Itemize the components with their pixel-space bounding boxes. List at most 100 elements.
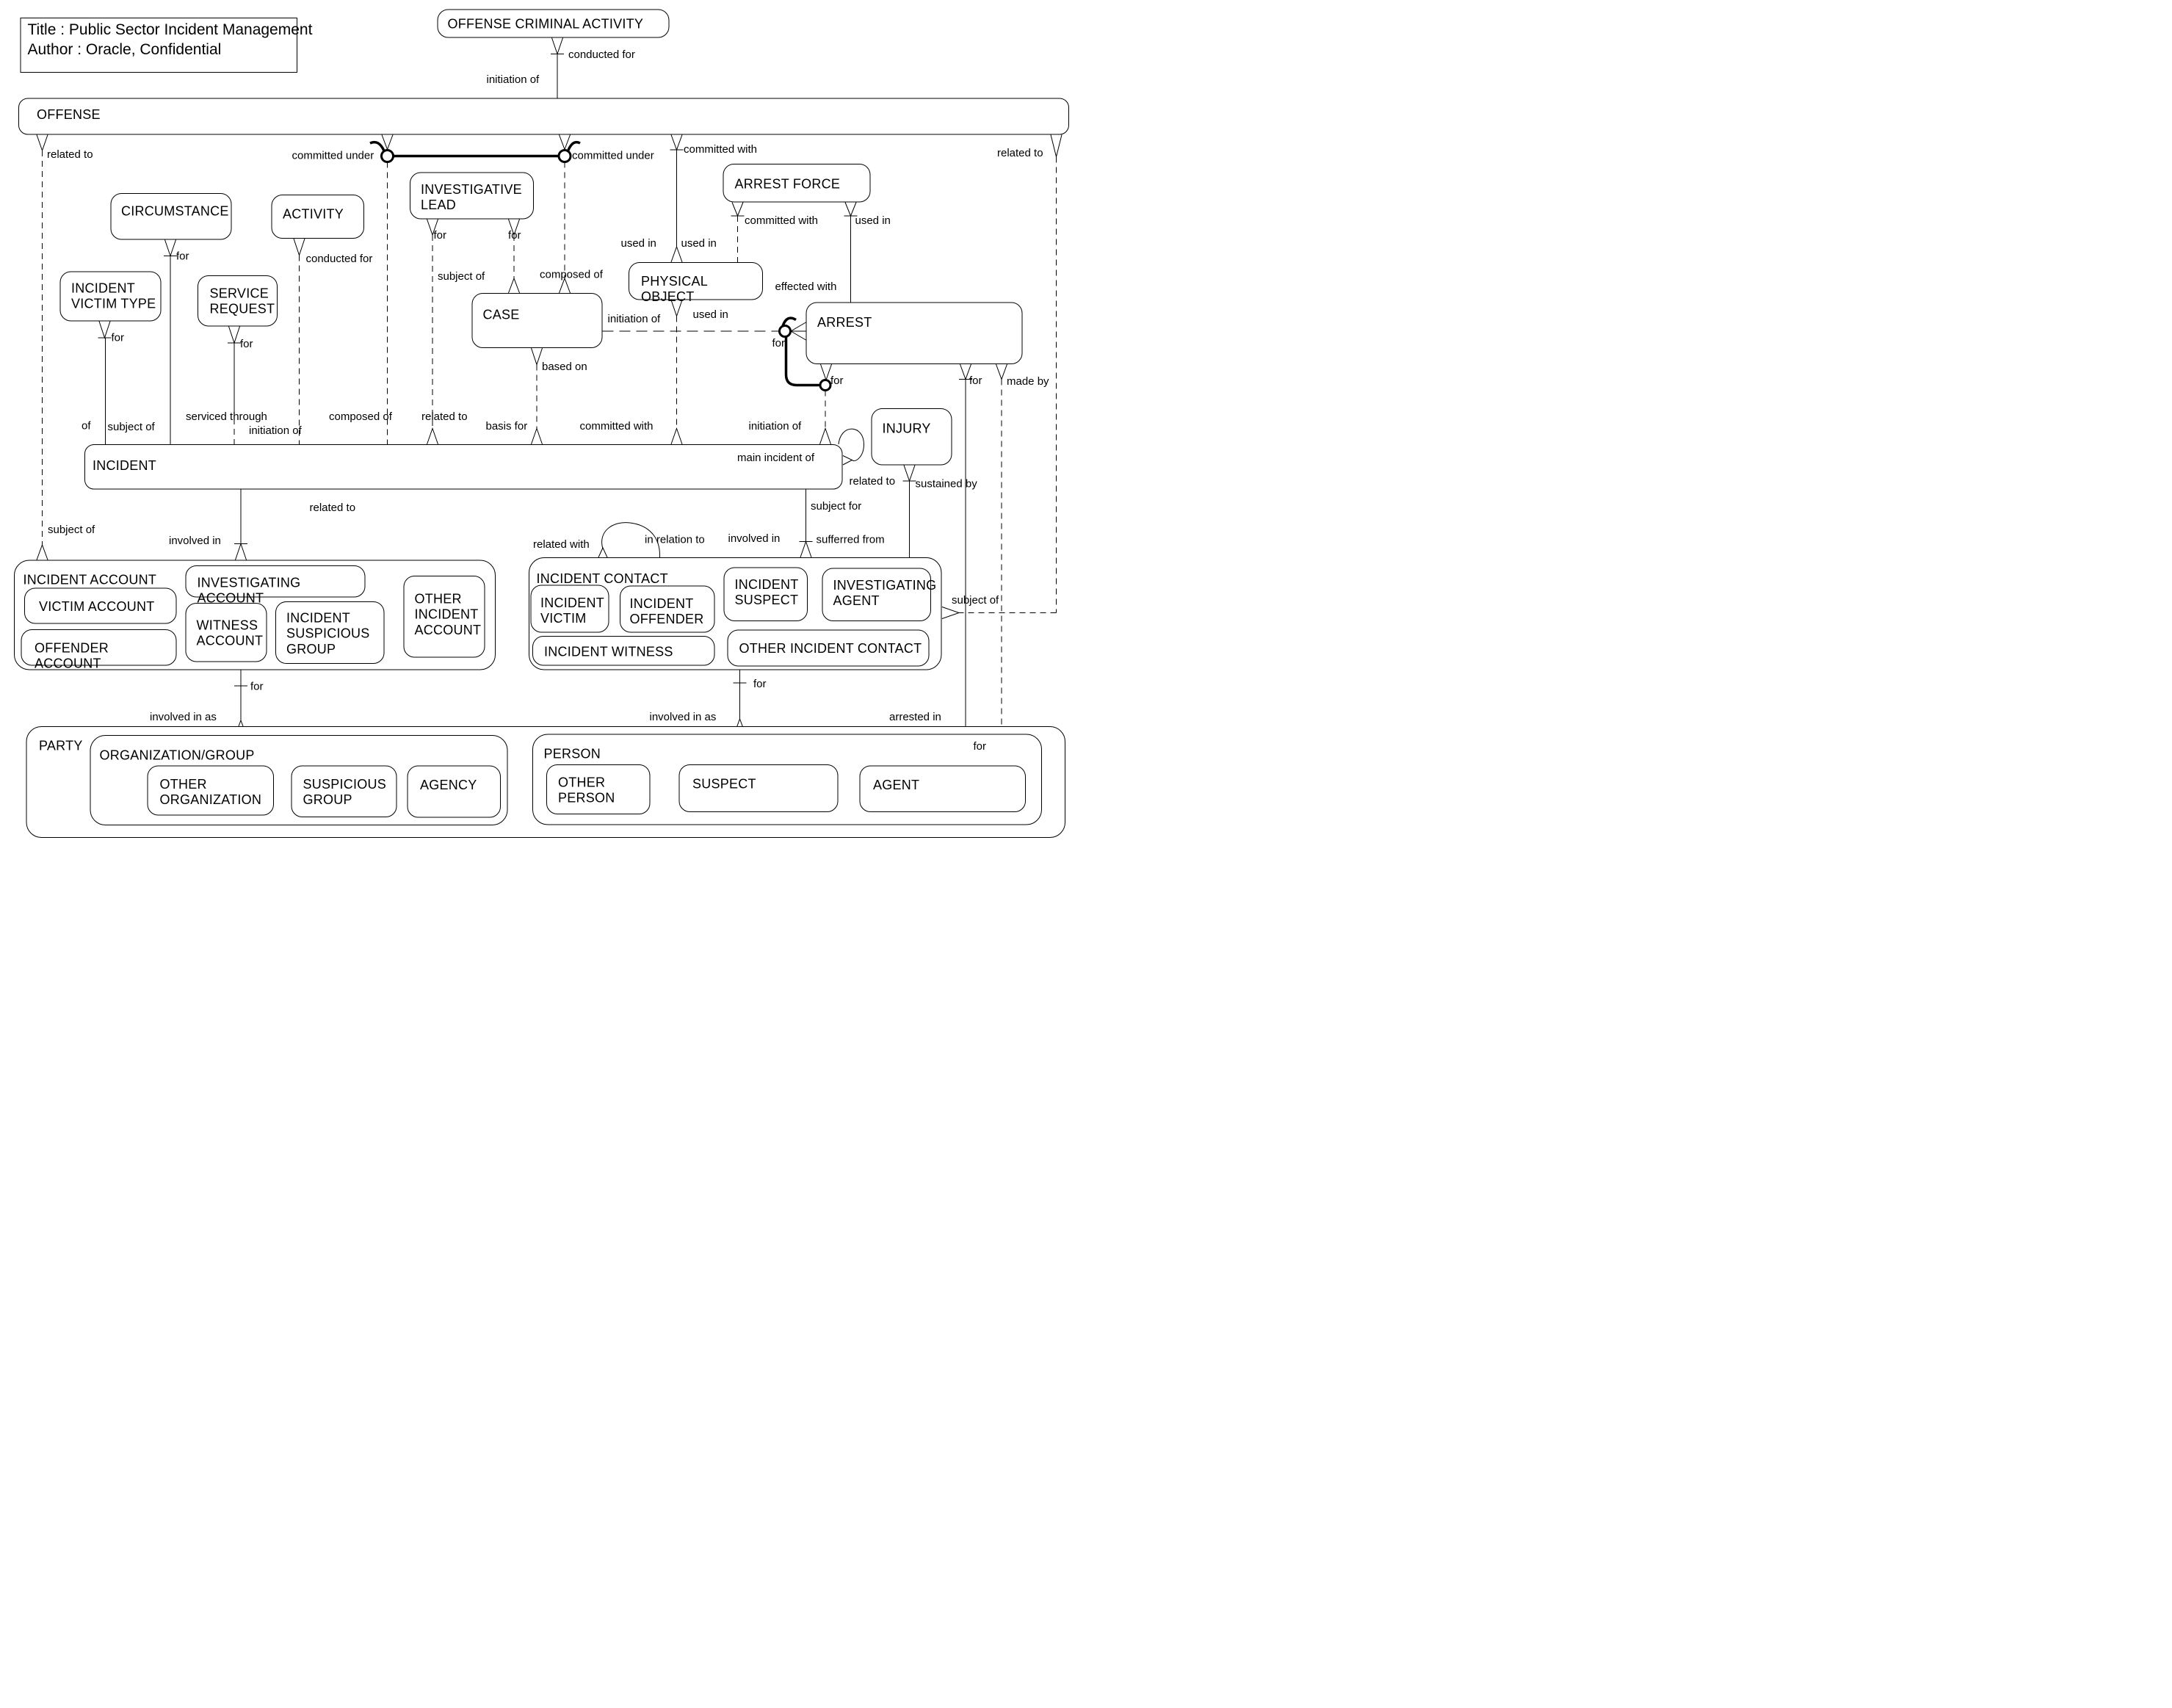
relation-label: involved in <box>728 532 781 545</box>
relation-label: of <box>82 419 91 433</box>
entity-agency[interactable]: AGENCY <box>407 765 501 818</box>
relation-label: used in <box>692 308 728 321</box>
entity-label: OTHER INCIDENT ACCOUNT <box>414 591 482 637</box>
relation-label: serviced through <box>186 410 267 423</box>
relation-label: initiation of <box>748 420 802 433</box>
entity-other-person[interactable]: OTHER PERSON <box>546 764 651 814</box>
entity-circumstance[interactable]: CIRCUMSTANCE <box>110 193 232 240</box>
entity-service-request[interactable]: SERVICE REQUEST <box>198 275 278 327</box>
entity-label: INCIDENT <box>93 457 156 474</box>
entity-label: CIRCUMSTANCE <box>121 203 229 219</box>
entity-case[interactable]: CASE <box>471 293 603 348</box>
entity-label: OTHER PERSON <box>558 775 615 806</box>
entity-label: INCIDENT SUSPICIOUS GROUP <box>286 610 370 656</box>
entity-incident-suspect[interactable]: INCIDENT SUSPECT <box>723 567 808 621</box>
entity-other-incident-account[interactable]: OTHER INCIDENT ACCOUNT <box>403 576 485 658</box>
entity-label: INCIDENT VICTIM <box>540 595 604 626</box>
entity-incident-witness[interactable]: INCIDENT WITNESS <box>532 636 715 666</box>
entity-investigative-lead[interactable]: INVESTIGATIVE LEAD <box>410 172 534 220</box>
entity-investigating-account[interactable]: INVESTIGATING ACCOUNT <box>185 565 366 606</box>
entity-label: INCIDENT ACCOUNT <box>23 572 157 587</box>
relation-label: for <box>753 678 767 690</box>
diagram-title: Title : Public Sector Incident Managemen… <box>27 21 313 38</box>
entity-label: SUSPICIOUS GROUP <box>303 776 387 808</box>
entity-incident-victim-type[interactable]: INCIDENT VICTIM TYPE <box>59 271 162 322</box>
relation-label: composed of <box>329 410 392 423</box>
entity-incident-suspicious-group[interactable]: INCIDENT SUSPICIOUS GROUP <box>275 601 385 664</box>
crows-feet <box>36 37 1063 766</box>
entity-offense-criminal-activity[interactable]: OFFENSE CRIMINAL ACTIVITY <box>437 9 670 38</box>
entity-injury[interactable]: INJURY <box>871 408 952 466</box>
entity-label: PERSON <box>543 746 601 761</box>
entity-arrest-force[interactable]: ARREST FORCE <box>723 164 871 203</box>
relation-label: subject of <box>107 421 155 433</box>
entity-label: OFFENDER ACCOUNT <box>35 640 109 671</box>
entity-label: INVESTIGATIVE LEAD <box>421 181 522 213</box>
relation-label: for <box>176 250 189 263</box>
entity-activity[interactable]: ACTIVITY <box>271 195 364 239</box>
entity-label: PARTY <box>39 738 83 753</box>
relation-label: related to <box>997 147 1043 159</box>
entity-victim-account[interactable]: VICTIM ACCOUNT <box>24 587 177 624</box>
entity-label: ARREST <box>817 314 872 330</box>
solid-lines <box>105 54 966 734</box>
entity-incident-victim[interactable]: INCIDENT VICTIM <box>530 585 609 633</box>
relation-label: initiation of <box>249 424 302 437</box>
entity-label: AGENCY <box>420 777 477 793</box>
tick-marks <box>98 54 972 687</box>
relation-label: conducted for <box>568 48 635 61</box>
entity-label: INCIDENT OFFENDER <box>629 596 704 627</box>
entity-other-organization[interactable]: OTHER ORGANIZATION <box>147 765 274 816</box>
relation-label: for <box>973 740 987 753</box>
relation-label: related with <box>533 538 590 551</box>
relation-label: composed of <box>540 268 603 281</box>
relation-label: initiation of <box>607 313 661 325</box>
entity-offense[interactable]: OFFENSE <box>18 98 1069 135</box>
entity-suspect[interactable]: SUSPECT <box>678 764 839 812</box>
relation-label: involved in as <box>150 711 217 723</box>
entity-label: INCIDENT CONTACT <box>536 571 668 587</box>
relation-label: related to <box>849 475 896 488</box>
relation-label: sustained by <box>915 477 977 491</box>
relation-label: initiation of <box>486 73 540 86</box>
entity-witness-account[interactable]: WITNESS ACCOUNT <box>185 603 267 662</box>
relation-label: involved in <box>169 535 221 547</box>
relation-label: related to <box>421 410 468 423</box>
entity-label: INVESTIGATING AGENT <box>833 577 937 609</box>
entity-label: INCIDENT VICTIM TYPE <box>71 281 156 311</box>
relationship-lines <box>36 37 1063 766</box>
entity-incident-offender[interactable]: INCIDENT OFFENDER <box>620 585 715 633</box>
diagram-author: Author : Oracle, Confidential <box>27 40 222 58</box>
entity-label: ORGANIZATION/GROUP <box>99 748 255 763</box>
entity-suspicious-group[interactable]: SUSPICIOUS GROUP <box>291 765 397 817</box>
entity-label: INCIDENT WITNESS <box>544 644 673 659</box>
entity-label: INCIDENT SUSPECT <box>734 576 799 608</box>
relation-label: used in <box>855 214 891 227</box>
entity-label: VICTIM ACCOUNT <box>39 598 155 615</box>
entity-investigating-agent[interactable]: INVESTIGATING AGENT <box>822 568 936 621</box>
relation-label: made by <box>1007 375 1049 388</box>
entity-other-incident-contact[interactable]: OTHER INCIDENT CONTACT <box>727 629 930 667</box>
relation-label: conducted for <box>305 253 373 265</box>
relation-label: committed under <box>572 149 654 162</box>
relation-label: used in <box>681 237 717 250</box>
relation-label: for <box>969 374 982 387</box>
relation-label: committed under <box>292 149 374 162</box>
arrest-for-loop <box>778 316 832 391</box>
entity-label: SUSPECT <box>692 776 756 792</box>
entity-agent[interactable]: AGENT <box>859 765 1026 812</box>
dashed-lines <box>42 151 1057 752</box>
relation-label: involved in as <box>649 711 717 723</box>
entity-label: OFFENSE <box>37 106 101 123</box>
relation-label: for <box>250 680 264 693</box>
entity-label: OFFENSE CRIMINAL ACTIVITY <box>447 16 644 32</box>
entity-offender-account[interactable]: OFFENDER ACCOUNT <box>21 629 177 671</box>
relation-label: arrested in <box>889 711 941 723</box>
exclusive-arc <box>369 140 581 163</box>
entity-label: SERVICE REQUEST <box>209 286 275 316</box>
entity-arrest[interactable]: ARREST <box>806 302 1023 364</box>
relation-label: main incident of <box>737 452 815 464</box>
entity-physical-object[interactable]: PHYSICAL OBJECT <box>629 262 763 304</box>
entity-label: ARREST FORCE <box>734 176 841 192</box>
entity-incident[interactable]: INCIDENT <box>84 444 843 490</box>
